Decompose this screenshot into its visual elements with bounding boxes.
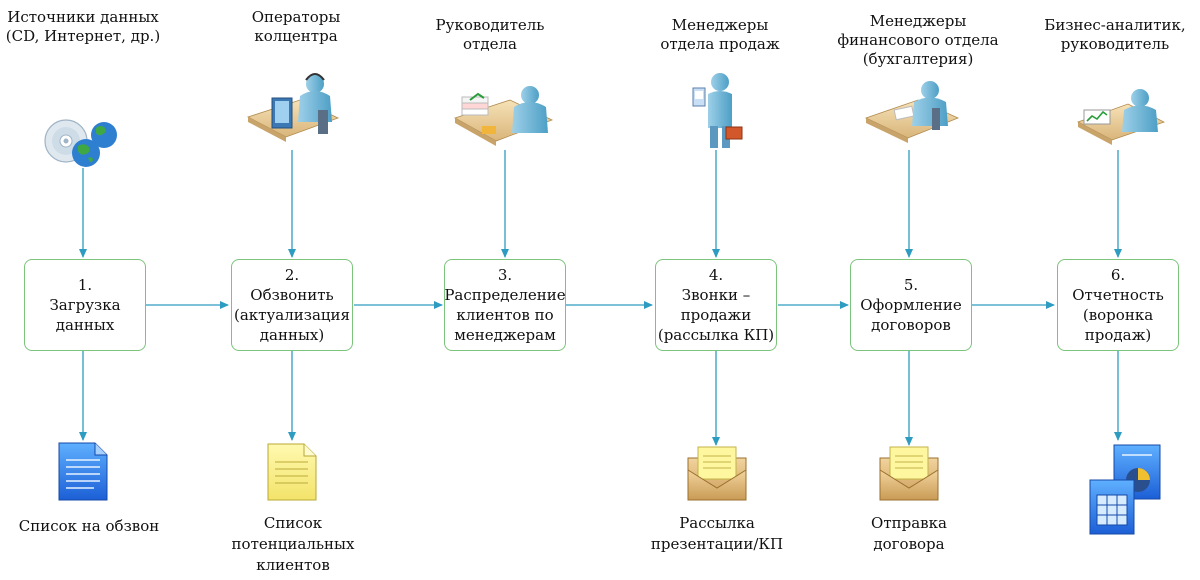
step-box-load-data: 1. Загрузка данных bbox=[24, 259, 146, 351]
step-text: 4. Звонки – продажи (рассылка КП) bbox=[657, 266, 775, 344]
accountant-icon bbox=[864, 81, 960, 143]
step-text: 6. Отчетность (воронка продаж) bbox=[1072, 266, 1164, 344]
step-text: 3. Распределение клиентов по менеджерам bbox=[444, 266, 566, 344]
report-charts-icon bbox=[1089, 444, 1161, 535]
actor-label-sales-managers: Менеджеры отдела продаж bbox=[660, 16, 780, 53]
actor-label-call-operators: Операторы колцентра bbox=[251, 8, 341, 45]
envelope-icon bbox=[879, 446, 939, 501]
cd-globe-icon bbox=[44, 119, 117, 167]
yellow-document-icon bbox=[267, 443, 317, 501]
output-label-potential-clients: Список потенциальных клиентов bbox=[231, 514, 355, 574]
output-label-contract-sending: Отправка договора bbox=[871, 514, 947, 553]
step-box-call-update: 2. Обзвонить (актуализация данных) bbox=[231, 259, 353, 351]
actor-label-business-analyst: Бизнес-аналитик, руководитель bbox=[1044, 16, 1186, 53]
step-box-distribute-clients: 3. Распределение клиентов по менеджерам bbox=[444, 259, 566, 351]
call-operator-icon bbox=[246, 73, 340, 142]
actor-label-data-sources: Источники данных (CD, Интернет, др.) bbox=[5, 8, 161, 45]
step-text: 1. Загрузка данных bbox=[49, 276, 121, 334]
step-box-reporting: 6. Отчетность (воронка продаж) bbox=[1057, 259, 1179, 351]
output-label-call-list: Список на обзвон bbox=[18, 517, 160, 535]
manager-desk-icon bbox=[454, 86, 554, 146]
actor-label-finance-managers: Менеджеры финансового отдела (бухгалтери… bbox=[837, 12, 999, 68]
step-box-sales-calls: 4. Звонки – продажи (рассылка КП) bbox=[655, 259, 777, 351]
blue-document-icon bbox=[58, 442, 108, 501]
step-box-contracts: 5. Оформление договоров bbox=[850, 259, 972, 351]
salesman-icon bbox=[692, 73, 743, 148]
output-label-presentation-mailing: Рассылка презентации/КП bbox=[650, 514, 784, 553]
analyst-icon bbox=[1077, 89, 1166, 145]
step-text: 5. Оформление договоров bbox=[860, 276, 962, 334]
step-text: 2. Обзвонить (актуализация данных) bbox=[234, 266, 350, 344]
actor-label-department-head: Руководитель отдела bbox=[435, 16, 545, 53]
envelope-icon bbox=[687, 446, 747, 501]
